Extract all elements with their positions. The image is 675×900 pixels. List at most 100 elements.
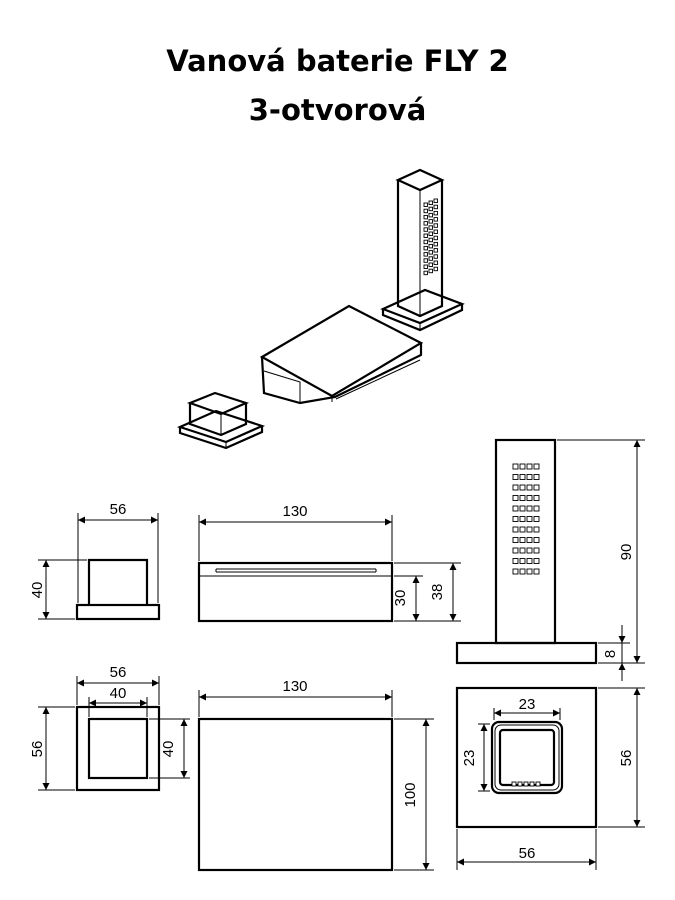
spray-hole [428, 237, 433, 243]
spray-hole [428, 243, 433, 249]
dim-spout-front-width: 130 [282, 503, 307, 520]
spray-hole [433, 217, 438, 222]
spray-hole [512, 516, 519, 522]
spray-hole [433, 248, 438, 253]
spray-hole [433, 235, 438, 241]
spray-hole [512, 463, 519, 470]
spray-hole [428, 262, 433, 267]
dim-spout-front-outer: 38 [429, 584, 446, 601]
top-handle: 56 40 56 40 [29, 664, 190, 792]
spray-hole [428, 231, 433, 236]
dim-handle-top-right: 40 [160, 741, 177, 758]
spray-hole [533, 537, 540, 543]
spray-hole [512, 474, 519, 480]
spray-hole [512, 526, 519, 533]
dim-spout-top-width: 130 [282, 678, 307, 695]
spray-hole [423, 264, 428, 269]
dim-shower-top-inner-h: 23 [461, 750, 478, 767]
spray-hole [512, 537, 519, 543]
spray-hole [519, 547, 526, 554]
spray-hole [526, 474, 533, 480]
spray-hole [526, 516, 533, 522]
spray-hole [433, 210, 438, 216]
spray-hole [433, 204, 438, 210]
top-shower: 23 23 56 56 [455, 686, 645, 870]
spray-hole [533, 463, 540, 470]
spray-hole [526, 537, 533, 543]
spray-hole [533, 568, 540, 575]
iso-spout [259, 304, 424, 405]
spray-hole [526, 547, 533, 554]
spray-hole [526, 484, 533, 491]
spray-hole [433, 254, 438, 259]
front-shower: 90 8 [455, 438, 645, 681]
spray-hole [533, 484, 540, 491]
spray-hole [533, 526, 540, 533]
spray-hole [423, 214, 428, 220]
spray-hole [423, 252, 428, 257]
spray-hole [519, 537, 526, 543]
spray-hole [523, 781, 529, 787]
isometric-view [176, 168, 465, 450]
spray-hole [423, 239, 428, 245]
spray-hole [423, 270, 428, 276]
spray-hole [423, 233, 428, 238]
spray-hole [519, 484, 526, 491]
spray-hole [519, 474, 526, 480]
spray-hole [519, 568, 526, 575]
spray-hole [529, 781, 535, 787]
spray-hole [428, 200, 433, 205]
spray-hole [423, 202, 428, 207]
dim-shower-top-outer-h: 56 [618, 750, 635, 767]
iso-handle [176, 391, 266, 450]
dim-spout-front-inner: 30 [392, 590, 409, 607]
spray-hole [428, 225, 433, 230]
spray-hole [533, 558, 540, 564]
spray-hole [433, 223, 438, 228]
spray-hole [512, 558, 519, 564]
title-line-1: Vanová baterie FLY 2 [166, 44, 509, 78]
spray-hole [517, 781, 523, 787]
spray-hole [433, 266, 438, 272]
spray-hole [512, 547, 519, 554]
spray-hole [423, 221, 428, 226]
dim-handle-front-height: 40 [29, 582, 46, 599]
spray-hole [526, 568, 533, 575]
spray-hole [512, 568, 519, 575]
dim-spout-top-depth: 100 [402, 782, 419, 807]
spray-hole [428, 268, 433, 274]
dim-shower-top-inner-w: 23 [519, 696, 536, 713]
spray-hole [428, 212, 433, 218]
spray-hole [428, 206, 433, 212]
spray-hole [519, 516, 526, 522]
spray-hole [535, 781, 541, 787]
spray-hole [433, 229, 438, 234]
spray-hole [533, 516, 540, 522]
dim-handle-top-inner: 40 [110, 685, 127, 702]
spray-hole [428, 250, 433, 255]
spray-hole [423, 208, 428, 214]
dim-handle-front-width: 56 [110, 501, 127, 518]
top-spout: 130 100 [197, 678, 434, 872]
dim-shower-top-outer-w: 56 [519, 845, 536, 862]
dim-handle-top-left: 56 [29, 741, 46, 758]
dim-shower-base: 8 [602, 650, 619, 658]
title-line-2: 3-otvorová [248, 93, 427, 127]
spray-hole [519, 505, 526, 512]
spray-hole [526, 495, 533, 501]
spray-hole [433, 241, 438, 247]
spray-hole [511, 781, 517, 787]
spray-hole [433, 198, 438, 203]
spray-hole [519, 526, 526, 533]
spray-hole [526, 463, 533, 470]
spray-hole [423, 258, 428, 263]
spray-hole [519, 495, 526, 501]
spray-hole [533, 495, 540, 501]
spray-hole [526, 558, 533, 564]
spray-hole [512, 495, 519, 501]
spray-hole [533, 547, 540, 554]
spray-hole [423, 227, 428, 232]
spray-hole [433, 260, 438, 265]
spray-hole [423, 245, 428, 251]
